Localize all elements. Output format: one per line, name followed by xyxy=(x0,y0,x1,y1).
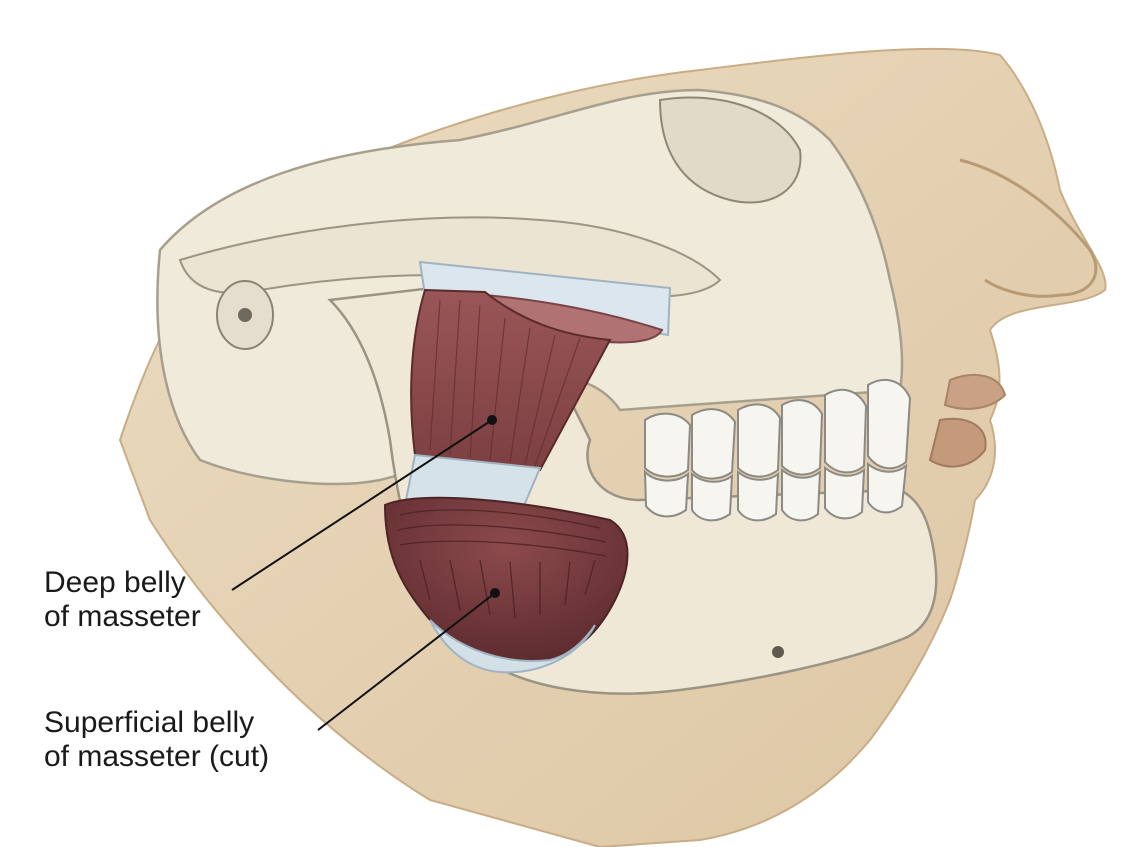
label-superficial-belly-of-masseter: Superficial belly of masseter (cut) xyxy=(44,706,269,774)
label-superficial-belly-line1: Superficial belly xyxy=(44,706,255,739)
ear-canal-opening xyxy=(238,308,252,322)
upper-teeth xyxy=(644,378,912,480)
orbit xyxy=(658,96,802,204)
deep-belly-fibers xyxy=(429,299,581,467)
upper-lip xyxy=(943,374,1007,410)
superficial-belly-of-masseter xyxy=(383,496,629,662)
superficial-belly-tendon xyxy=(429,619,596,674)
label-deep-belly-line1: Deep belly xyxy=(44,566,186,599)
lower-teeth xyxy=(643,461,908,522)
superficial-belly-leader-line xyxy=(317,592,496,731)
mental-foramen xyxy=(772,646,784,658)
superficial-belly-cut-surface xyxy=(397,509,607,619)
zygomatic-arch xyxy=(178,216,722,298)
superficial-belly-pointer-dot xyxy=(490,588,500,598)
deep-belly-pointer-dot xyxy=(487,415,497,425)
lower-lip xyxy=(928,417,987,468)
deep-belly-leader-line xyxy=(231,419,493,591)
nose xyxy=(959,158,1098,298)
label-deep-belly-line2: of masseter xyxy=(44,600,201,633)
label-deep-belly-of-masseter: Deep belly of masseter xyxy=(44,566,201,634)
label-superficial-belly-line2: of masseter (cut) xyxy=(44,740,270,773)
